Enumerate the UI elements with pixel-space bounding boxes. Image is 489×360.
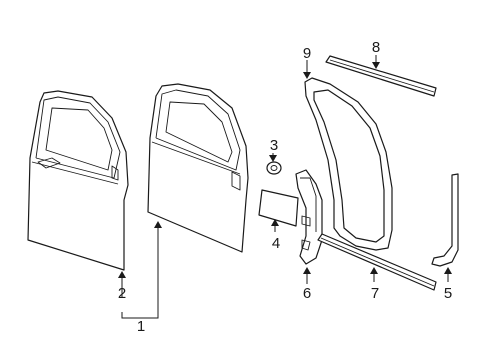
- applique-panel-part: [258, 189, 299, 227]
- callout-2: 2: [118, 285, 126, 302]
- lower-belt-weatherstrip-part: [317, 233, 437, 291]
- plug-grommet-part: [266, 161, 282, 175]
- pillar-trim-part: [295, 169, 323, 265]
- door-shell-part: [147, 83, 249, 253]
- callout-5: 5: [444, 285, 452, 302]
- callout-6: 6: [303, 285, 311, 302]
- callout-9: 9: [303, 45, 311, 62]
- callout-1: 1: [137, 318, 145, 335]
- callout-7: 7: [371, 285, 379, 302]
- callout-4: 4: [272, 235, 280, 252]
- callout-3: 3: [270, 137, 278, 154]
- edge-seal-part: [431, 173, 459, 267]
- door-weatherstrip-part: [304, 77, 393, 251]
- callout-8: 8: [372, 39, 380, 56]
- front-door-assembly-part: [27, 90, 129, 271]
- leader-lines: [118, 55, 452, 319]
- upper-belt-weatherstrip-part: [325, 55, 437, 97]
